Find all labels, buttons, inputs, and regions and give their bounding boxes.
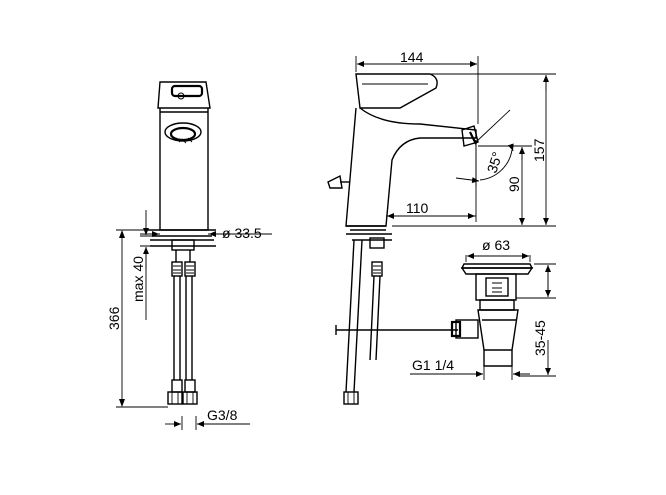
dim-lever-angle: 35° [484, 150, 506, 175]
dim-body-diameter: ø 33.5 [222, 225, 262, 241]
waste-view [410, 253, 556, 380]
dim-hose-length: 366 [106, 306, 122, 330]
dim-height-overall: 157 [531, 138, 547, 162]
side-view [327, 56, 556, 405]
dim-waste-diameter: ø 63 [482, 237, 510, 253]
dim-height-spout: 90 [506, 176, 522, 192]
dim-hose-connection: G3/8 [207, 407, 238, 423]
dim-deck-thickness: max 40 [130, 256, 146, 302]
dim-waste-thread: G1 1/4 [412, 357, 454, 373]
dim-waste-range: 35-45 [532, 320, 548, 356]
dim-spout-reach: 110 [406, 200, 429, 216]
dim-width-overall: 144 [400, 49, 424, 65]
front-view [116, 81, 272, 430]
